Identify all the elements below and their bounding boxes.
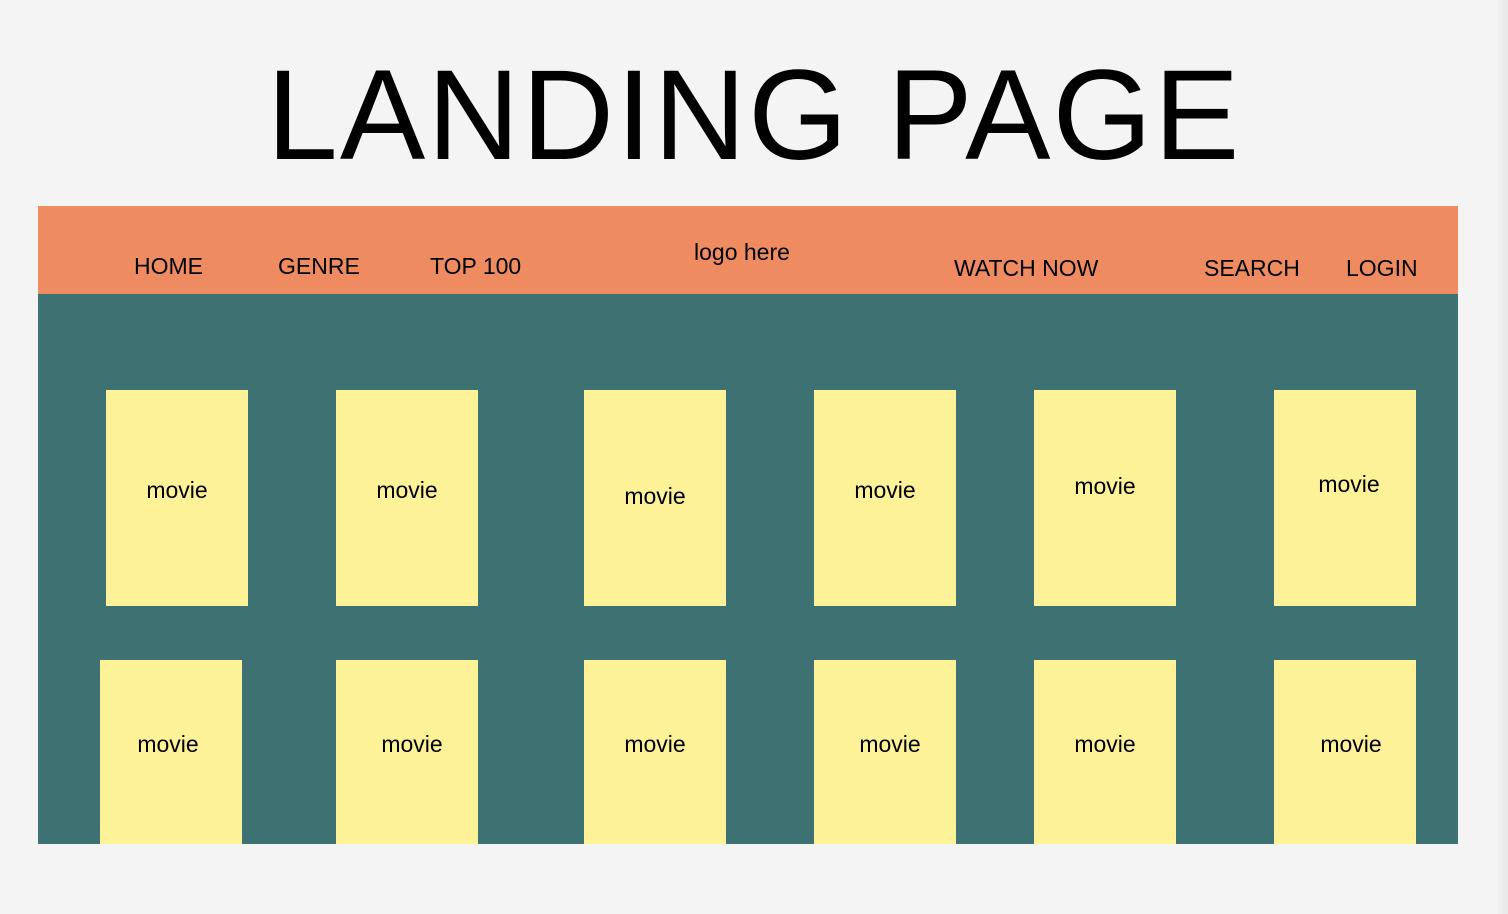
movie-card-label: movie [376,477,438,503]
movie-card[interactable]: movie [1274,390,1416,606]
movie-card-label: movie [624,731,686,757]
navbar: HOME GENRE TOP 100 logo here WATCH NOW S… [38,206,1458,294]
movie-card[interactable]: movie [336,390,478,606]
movie-card-label: movie [859,731,921,757]
movie-card[interactable]: movie [106,390,248,606]
movie-card[interactable]: movie [336,660,478,844]
movie-card-label: movie [1320,731,1382,757]
nav-login-link[interactable]: LOGIN [1346,255,1418,281]
movie-card-label: movie [137,731,199,757]
movie-card-label: movie [854,477,916,503]
landing-page-frame: HOME GENRE TOP 100 logo here WATCH NOW S… [38,206,1458,844]
movie-card[interactable]: movie [1034,660,1176,844]
movie-card-label: movie [1074,473,1136,499]
movie-grid: movie movie movie movie movie movie movi… [38,294,1458,844]
movie-card[interactable]: movie [584,390,726,606]
nav-search-link[interactable]: SEARCH [1204,255,1300,281]
movie-card-label: movie [381,731,443,757]
right-edge-shadow [1496,0,1508,914]
movie-card[interactable]: movie [814,390,956,606]
movie-card[interactable]: movie [1274,660,1416,844]
page-title: LANDING PAGE [266,44,1242,187]
movie-card-label: movie [624,483,686,509]
movie-card[interactable]: movie [1034,390,1176,606]
movie-card[interactable]: movie [100,660,242,844]
logo-placeholder[interactable]: logo here [694,239,790,265]
movie-card-label: movie [1074,731,1136,757]
movie-card-label: movie [1318,471,1380,497]
nav-home-link[interactable]: HOME [134,253,203,279]
nav-top100-link[interactable]: TOP 100 [430,253,522,279]
movie-card[interactable]: movie [814,660,956,844]
nav-watch-now-link[interactable]: WATCH NOW [954,255,1099,281]
nav-genre-link[interactable]: GENRE [278,253,360,279]
movie-card-label: movie [146,477,208,503]
movie-card[interactable]: movie [584,660,726,844]
